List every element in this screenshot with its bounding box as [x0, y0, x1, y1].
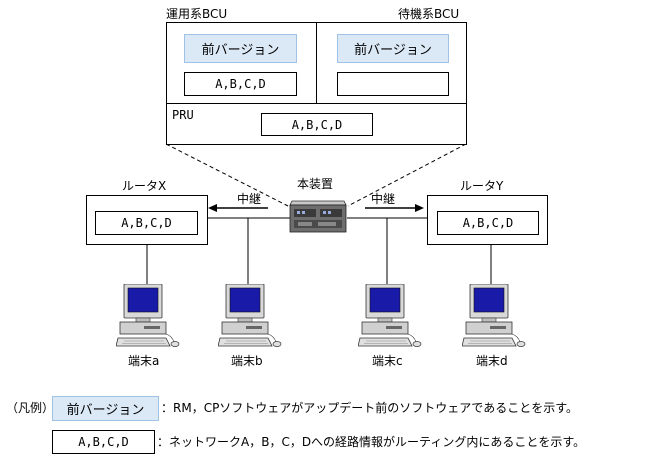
- terminal-b-label: 端末b: [231, 354, 263, 368]
- terminal-b-icon: [217, 283, 282, 352]
- bcu-active-title: 運用系BCU: [166, 7, 228, 21]
- pru-title: PRU: [172, 108, 194, 122]
- dashed-link-left: [165, 143, 289, 207]
- router-x-title: ルータX: [122, 179, 167, 193]
- router-x-routes-box: A,B,C,D: [95, 211, 198, 235]
- bcu-standby-title: 待機系BCU: [398, 7, 460, 21]
- terminal-a-label: 端末a: [128, 354, 160, 368]
- bcu-active-routes-box: A,B,C,D: [184, 72, 297, 96]
- legend-heading: （凡例）: [6, 401, 55, 415]
- router-y-routes-box: A,B,C,D: [437, 211, 539, 235]
- dashed-link-right: [347, 143, 467, 207]
- bcu-standby-routes-box: [337, 72, 449, 96]
- bcu-standby-version-box: 前バージョン: [337, 34, 449, 63]
- relay-arrow-left-head: [208, 204, 217, 212]
- bcu-divider: [316, 22, 317, 103]
- pru-routes-box: A,B,C,D: [261, 113, 373, 136]
- legend-version-sample: 前バージョン: [52, 396, 159, 421]
- terminal-a-icon: [115, 283, 180, 352]
- legend-routes-sample: A,B,C,D: [52, 430, 155, 454]
- relay-arrow-right-head: [415, 204, 424, 212]
- terminal-d-icon: [461, 283, 526, 352]
- legend-routes-desc: ：ネットワークA，B，C，Dへの経路情報がルーティング内にあることを示す。: [157, 435, 586, 449]
- router-y-title: ルータY: [460, 179, 504, 193]
- relay-label-right: 中継: [371, 192, 396, 206]
- bcu-active-version-box: 前バージョン: [184, 34, 297, 63]
- terminal-d-label: 端末d: [476, 354, 508, 368]
- device-icon: [288, 197, 348, 235]
- legend-version-desc: ：RM，CPソフトウェアがアップデート前のソフトウェアであることを示す。: [161, 401, 578, 415]
- device-label: 本装置: [297, 177, 334, 191]
- terminal-c-label: 端末c: [372, 354, 403, 368]
- pru-divider: [166, 103, 467, 104]
- relay-label-left: 中継: [237, 192, 262, 206]
- terminal-c-icon: [357, 283, 422, 352]
